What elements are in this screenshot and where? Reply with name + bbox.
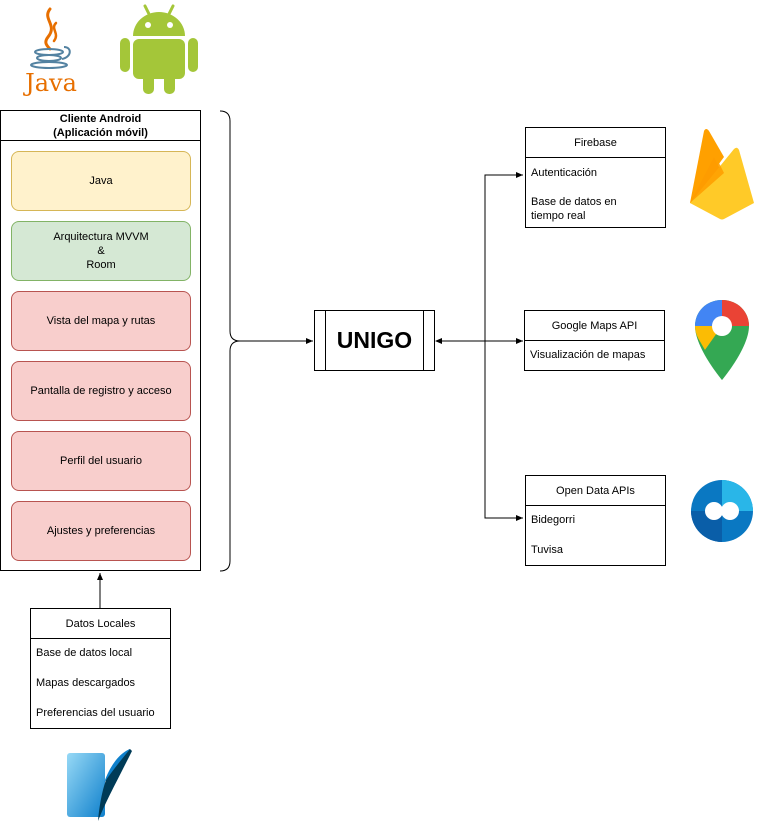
firebase-item-realtime-db: Base de datos en tiempo real — [531, 196, 617, 222]
unigo-box: UNIGO — [314, 310, 435, 371]
client-android-subtitle: (Aplicación móvil) — [53, 127, 148, 139]
client-android-box: Cliente Android (Aplicación móvil) Java … — [0, 110, 201, 571]
client-android-title: Cliente Android — [59, 113, 142, 125]
unigo-right-bar — [423, 311, 424, 370]
module-login-screen: Pantalla de registro y acceso — [11, 361, 191, 421]
local-data-item-preferences: Preferencias del usuario — [36, 707, 155, 719]
module-settings: Ajustes y preferencias — [11, 501, 191, 561]
firebase-logo — [688, 127, 756, 221]
module-map-view: Vista del mapa y rutas — [11, 291, 191, 351]
open-data-box: Open Data APIs Bidegorri Tuvisa — [525, 475, 666, 566]
open-data-item-bidegorri: Bidegorri — [531, 514, 576, 526]
unigo-left-bar — [325, 311, 326, 370]
open-data-logo — [690, 479, 754, 543]
local-data-item-db: Base de datos local — [36, 647, 133, 659]
google-maps-box: Google Maps API Visualización de mapas — [524, 310, 665, 371]
local-data-title: Datos Locales — [31, 609, 170, 639]
arrow-unigo-opendata — [484, 341, 523, 521]
client-brace — [219, 110, 241, 572]
local-data-item-maps: Mapas descargados — [36, 677, 136, 689]
open-data-title: Open Data APIs — [526, 476, 665, 506]
sqlite-logo — [64, 747, 136, 823]
google-maps-item-visualization: Visualización de mapas — [530, 349, 646, 361]
google-maps-logo — [693, 298, 751, 382]
module-java: Java — [11, 151, 191, 211]
client-android-header: Cliente Android (Aplicación móvil) — [1, 111, 200, 141]
android-logo — [118, 2, 200, 96]
google-maps-title: Google Maps API — [525, 311, 664, 341]
firebase-title: Firebase — [526, 128, 665, 158]
java-logo: Java — [20, 5, 80, 97]
unigo-label: UNIGO — [336, 327, 413, 353]
module-user-profile: Perfil del usuario — [11, 431, 191, 491]
open-data-item-tuvisa: Tuvisa — [531, 544, 563, 556]
java-logo-text: Java — [25, 69, 77, 97]
arrow-unigo-firebase — [484, 172, 523, 341]
module-mvvm-room: Arquitectura MVVM & Room — [11, 221, 191, 281]
firebase-box: Firebase Autenticación Base de datos en … — [525, 127, 666, 228]
local-data-box: Datos Locales Base de datos local Mapas … — [30, 608, 171, 729]
firebase-item-auth: Autenticación — [531, 167, 598, 179]
